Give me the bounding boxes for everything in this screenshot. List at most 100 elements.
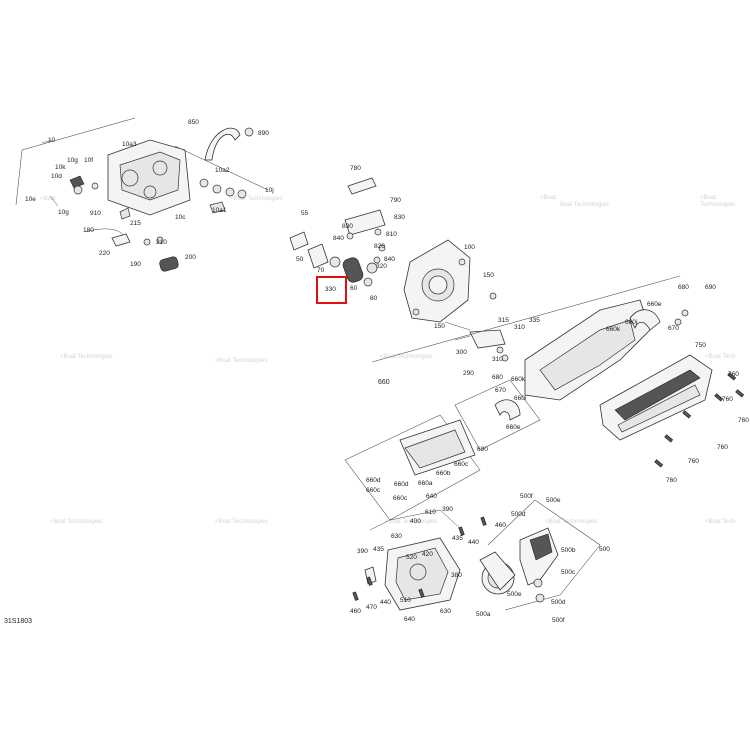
svg-text:<Boat Technologies: <Boat Technologies (215, 358, 267, 364)
part-label: 760 (722, 396, 733, 403)
part-label: 10a1 (212, 207, 227, 214)
part-label: 400 (410, 518, 421, 525)
part-label: 910 (90, 210, 101, 217)
part-660-shield (371, 275, 681, 401)
part-label: 500e (546, 497, 561, 504)
svg-text:<Boat Technologies: <Boat Technologies (50, 519, 102, 525)
part-label: 440 (380, 599, 391, 606)
svg-text:<Boat Technologies: <Boat Technologies (60, 354, 112, 360)
part-label: 290 (463, 370, 474, 377)
part-label: 670 (668, 325, 679, 332)
part-label: 300 (456, 349, 467, 356)
highlight-box-330 (316, 276, 347, 304)
part-label: 760 (688, 458, 699, 465)
svg-text:<Boat Technologies: <Boat Technologies (545, 519, 597, 525)
part-label: 190 (130, 261, 141, 268)
part-label: 830 (342, 223, 353, 230)
highlighted-part-label: 330 (325, 286, 336, 293)
part-label: 790 (390, 197, 401, 204)
part-label: 520 (406, 554, 417, 561)
part-label: 680 (492, 374, 503, 381)
part-label: 390 (442, 506, 453, 513)
fasteners (352, 372, 745, 601)
group-380-housing (364, 509, 463, 611)
part-label: 10a3 (122, 141, 137, 148)
part-750-muffler (599, 309, 713, 441)
part-label: 500f (520, 493, 533, 500)
part-label: 750 (695, 342, 706, 349)
svg-text:<Boat Technologies: <Boat Technologies (380, 354, 432, 360)
group-780-bracket (289, 177, 386, 287)
part-label: 440 (468, 539, 479, 546)
part-label: 315 (498, 317, 509, 324)
svg-text:<Boat Tech: <Boat Tech (705, 519, 735, 525)
group-500-pipe (479, 499, 601, 611)
svg-text:<Boat Technologies: <Boat Technologies (230, 196, 282, 202)
part-label: 150 (483, 272, 494, 279)
diagram-code: 31S1803 (4, 618, 33, 625)
part-label: 660i (514, 395, 526, 402)
part-label: 10j (265, 187, 274, 194)
part-label: 660a (418, 480, 433, 487)
part-label: 500a (476, 611, 491, 618)
part-label: 180 (83, 227, 94, 234)
part-label: 500 (599, 546, 610, 553)
part-label: 435 (452, 535, 463, 542)
part-label: 610 (425, 509, 436, 516)
part-label: 210 (156, 239, 167, 246)
part-label: 10a2 (215, 167, 230, 174)
part-label: 60 (350, 285, 358, 292)
part-label: 100 (464, 244, 475, 251)
part-label: 500d (511, 511, 526, 518)
part-label: 310 (514, 324, 525, 331)
part-label: 10f (84, 157, 93, 164)
svg-text:<Boat Technologies: <Boat Technologies (385, 519, 437, 525)
part-label: 690 (705, 284, 716, 291)
part-label: 390 (357, 548, 368, 555)
part-label: 335 (529, 317, 540, 324)
part-100-manifold (403, 239, 471, 323)
part-label: 310 (492, 356, 503, 363)
svg-text:<Boat: <Boat (540, 195, 556, 201)
part-label: 780 (350, 165, 361, 172)
part-label: 10k (55, 164, 66, 171)
part-label: 500c (561, 569, 576, 576)
part-label: 660b (436, 470, 451, 477)
part-label: 820 (374, 243, 385, 250)
svg-text:<Boat: <Boat (700, 195, 716, 201)
part-label: 640 (426, 493, 437, 500)
part-label: 200 (185, 254, 196, 261)
part-label: 760 (666, 477, 677, 484)
svg-text:Technologies: Technologies (700, 202, 735, 208)
part-label: 510 (400, 597, 411, 604)
watermark: Boat Technologies (560, 202, 609, 208)
part-label: 10 (48, 137, 56, 144)
group-10-outline (15, 117, 191, 272)
part-label: 10c (175, 214, 186, 221)
part-label: 150 (434, 323, 445, 330)
part-label: 55 (301, 210, 309, 217)
part-label: 660d (394, 481, 409, 488)
part-label: 435 (373, 546, 384, 553)
part-label: 890 (258, 130, 269, 137)
part-label: 630 (440, 608, 451, 615)
part-300-bracket (444, 292, 509, 362)
part-label: 500f (552, 617, 565, 624)
part-label: 760 (717, 444, 728, 451)
svg-text:<Boat Technologies: <Boat Technologies (215, 519, 267, 525)
part-label: 500b (561, 547, 576, 554)
part-label: 80 (370, 295, 378, 302)
part-label: 640 (404, 616, 415, 623)
part-label: 50 (296, 256, 304, 263)
part-label: 660c (366, 487, 381, 494)
part-label: 660k (511, 376, 526, 383)
part-label: 10g (67, 157, 78, 164)
part-label: 830 (394, 214, 405, 221)
part-label: 10g (58, 209, 69, 216)
part-label: 660e (506, 424, 521, 431)
part-label: 215 (130, 220, 141, 227)
part-label: 220 (99, 250, 110, 257)
part-label: 670 (495, 387, 506, 394)
part-label: 320 (376, 263, 387, 270)
